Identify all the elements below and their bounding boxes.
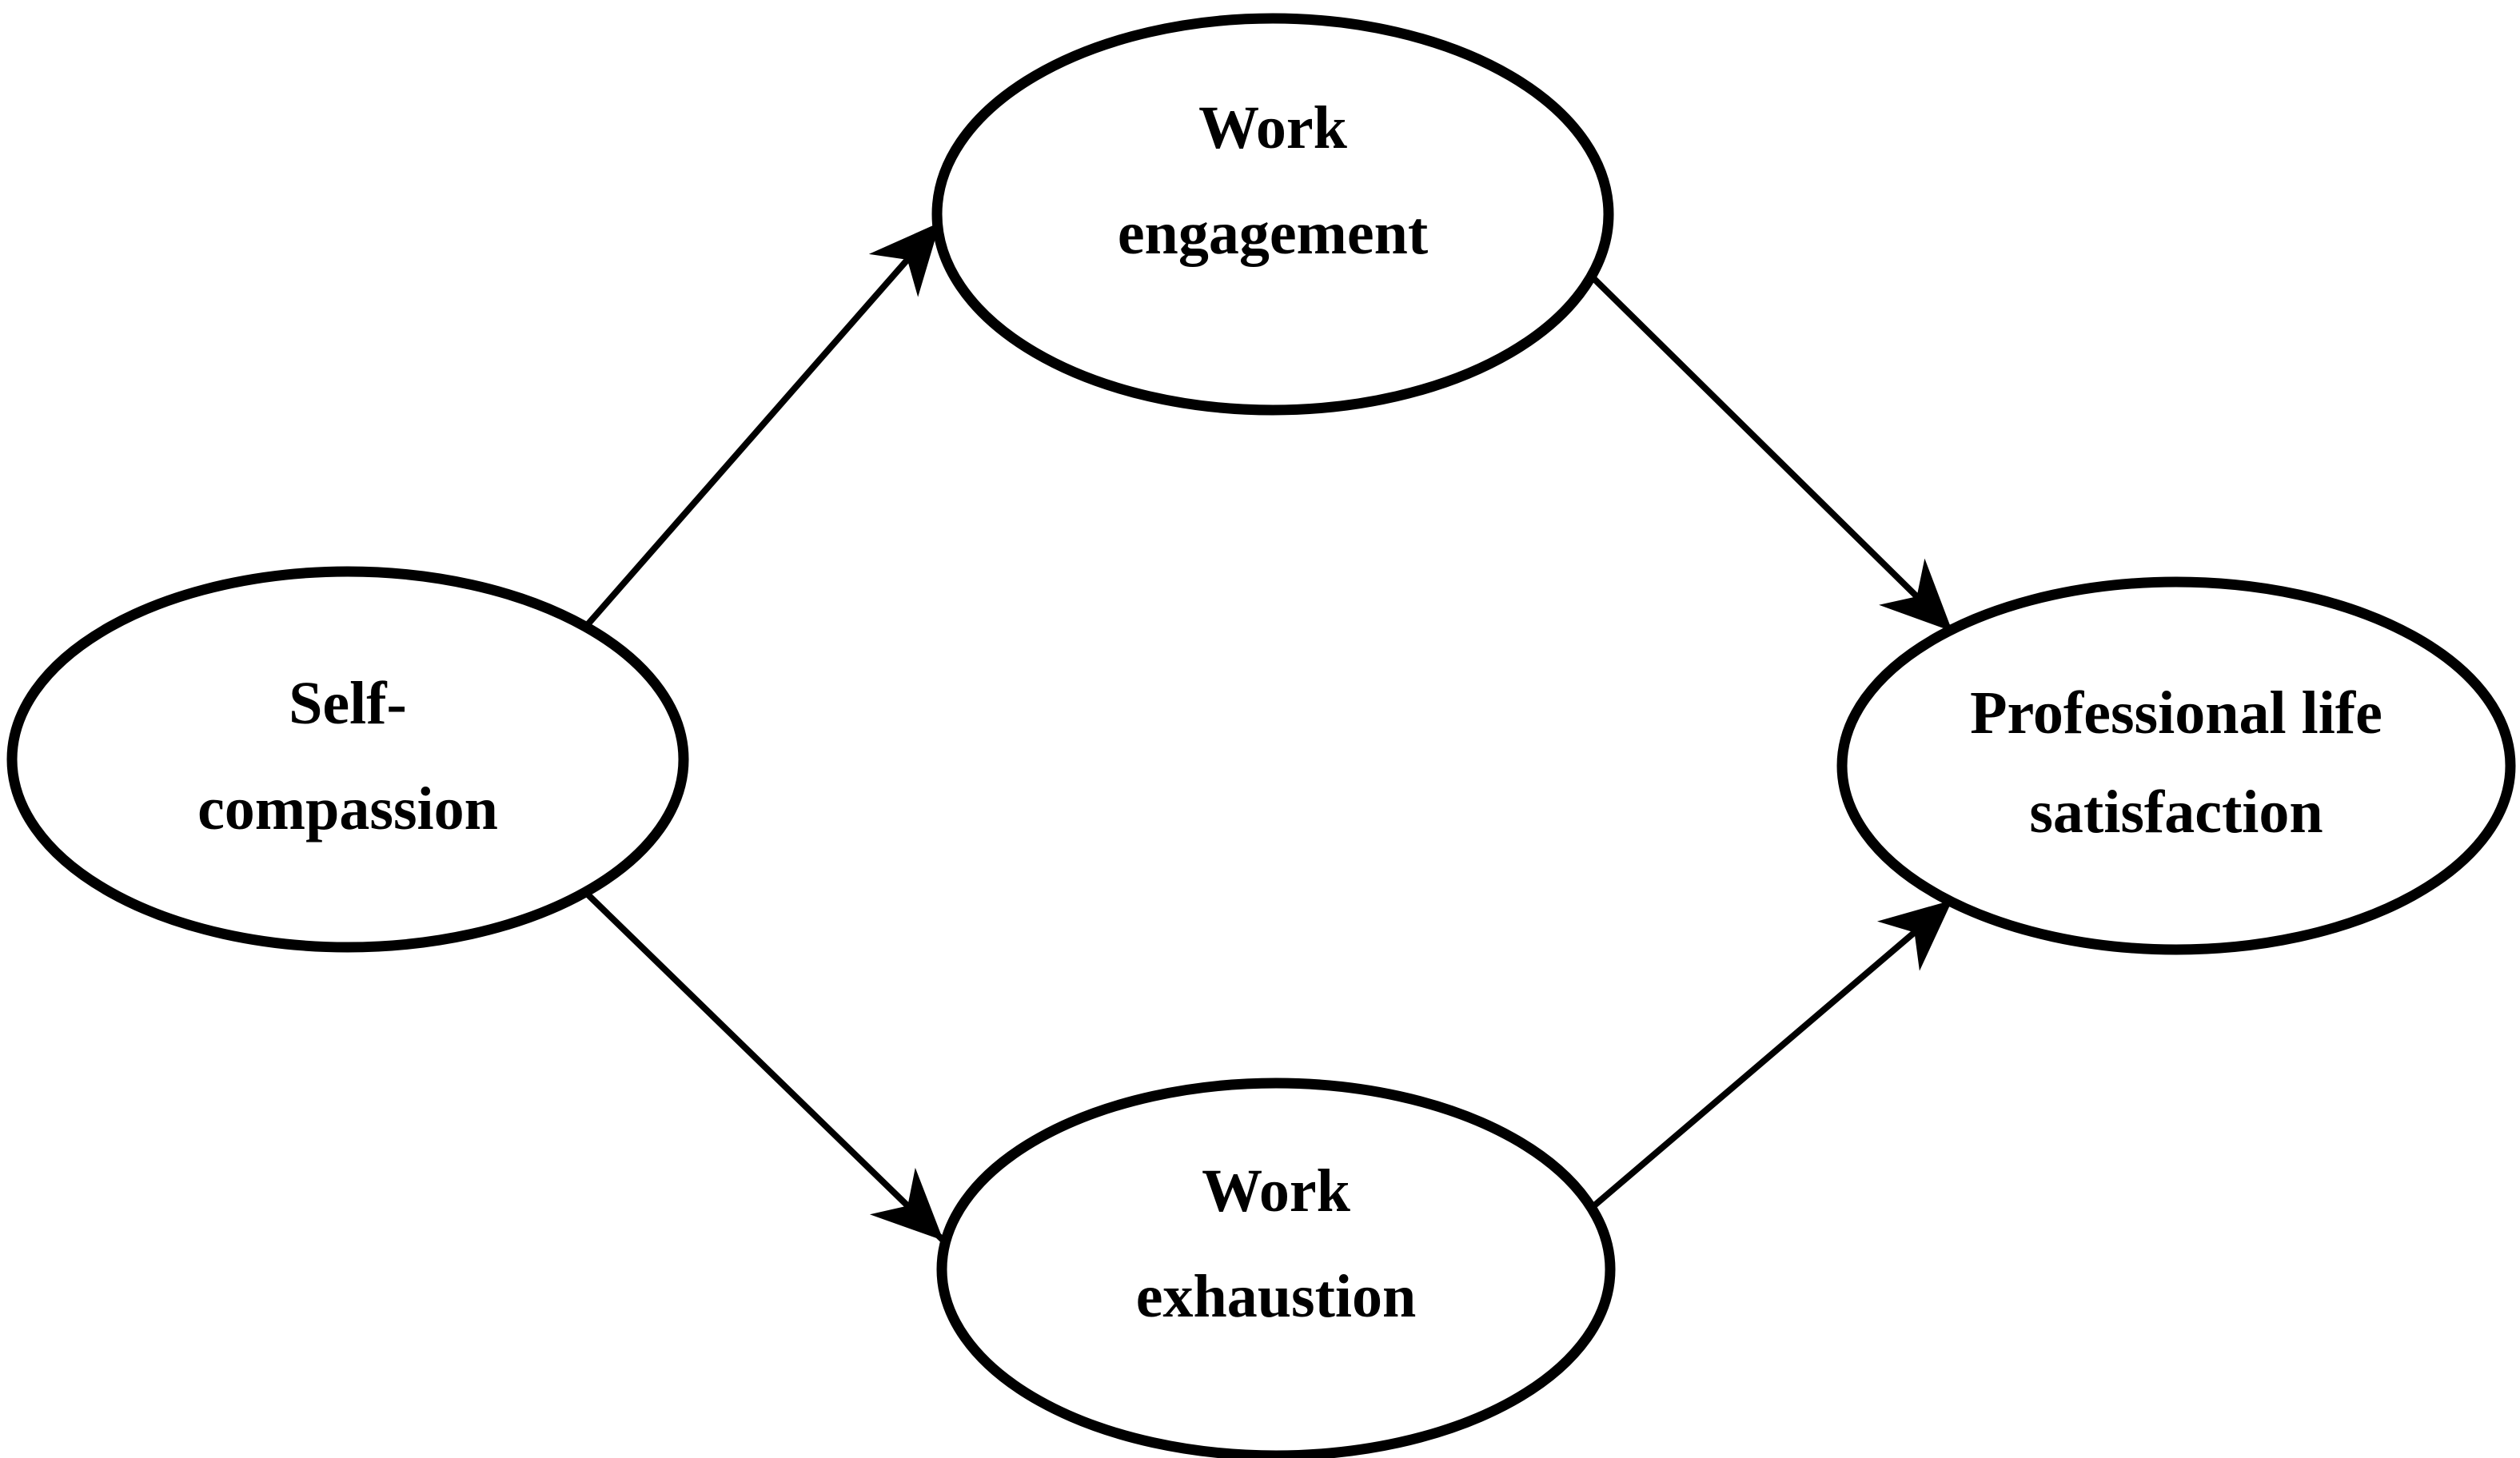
node-work-engagement-label-line1: Work [1198, 94, 1348, 161]
node-work-engagement-label-line2: engagement [1118, 200, 1428, 267]
node-work-exhaustion-label-line1: Work [1202, 1157, 1351, 1225]
edge-self-compassion-to-work-engagement-arrow [580, 220, 943, 631]
node-self-compassion-label-line2: compassion [197, 775, 498, 843]
node-self-compassion-label-line1: Self- [289, 670, 407, 737]
edge-self-compassion-to-work-exhaustion-arrow [581, 888, 946, 1243]
node-work-exhaustion: Work exhaustion [936, 1078, 1616, 1458]
edge-work-engagement-to-professional-life-satisfaction-arrow [1589, 273, 1955, 634]
node-work-engagement: Work engagement [931, 13, 1614, 416]
edge-work-exhaustion-to-professional-life-satisfaction-arrow [1590, 897, 1955, 1210]
node-professional-life-satisfaction-label-line1: Professional life [1970, 679, 2382, 747]
node-work-engagement-ellipse [931, 13, 1614, 416]
node-self-compassion: Self- compassion [6, 566, 689, 953]
node-professional-life-satisfaction: Professional life satisfaction [1836, 576, 2516, 955]
node-professional-life-satisfaction-label-line2: satisfaction [2029, 779, 2323, 846]
node-self-compassion-ellipse [6, 566, 689, 953]
node-professional-life-satisfaction-ellipse [1836, 576, 2516, 955]
node-work-exhaustion-ellipse [936, 1078, 1616, 1458]
node-work-exhaustion-label-line2: exhaustion [1136, 1263, 1417, 1330]
